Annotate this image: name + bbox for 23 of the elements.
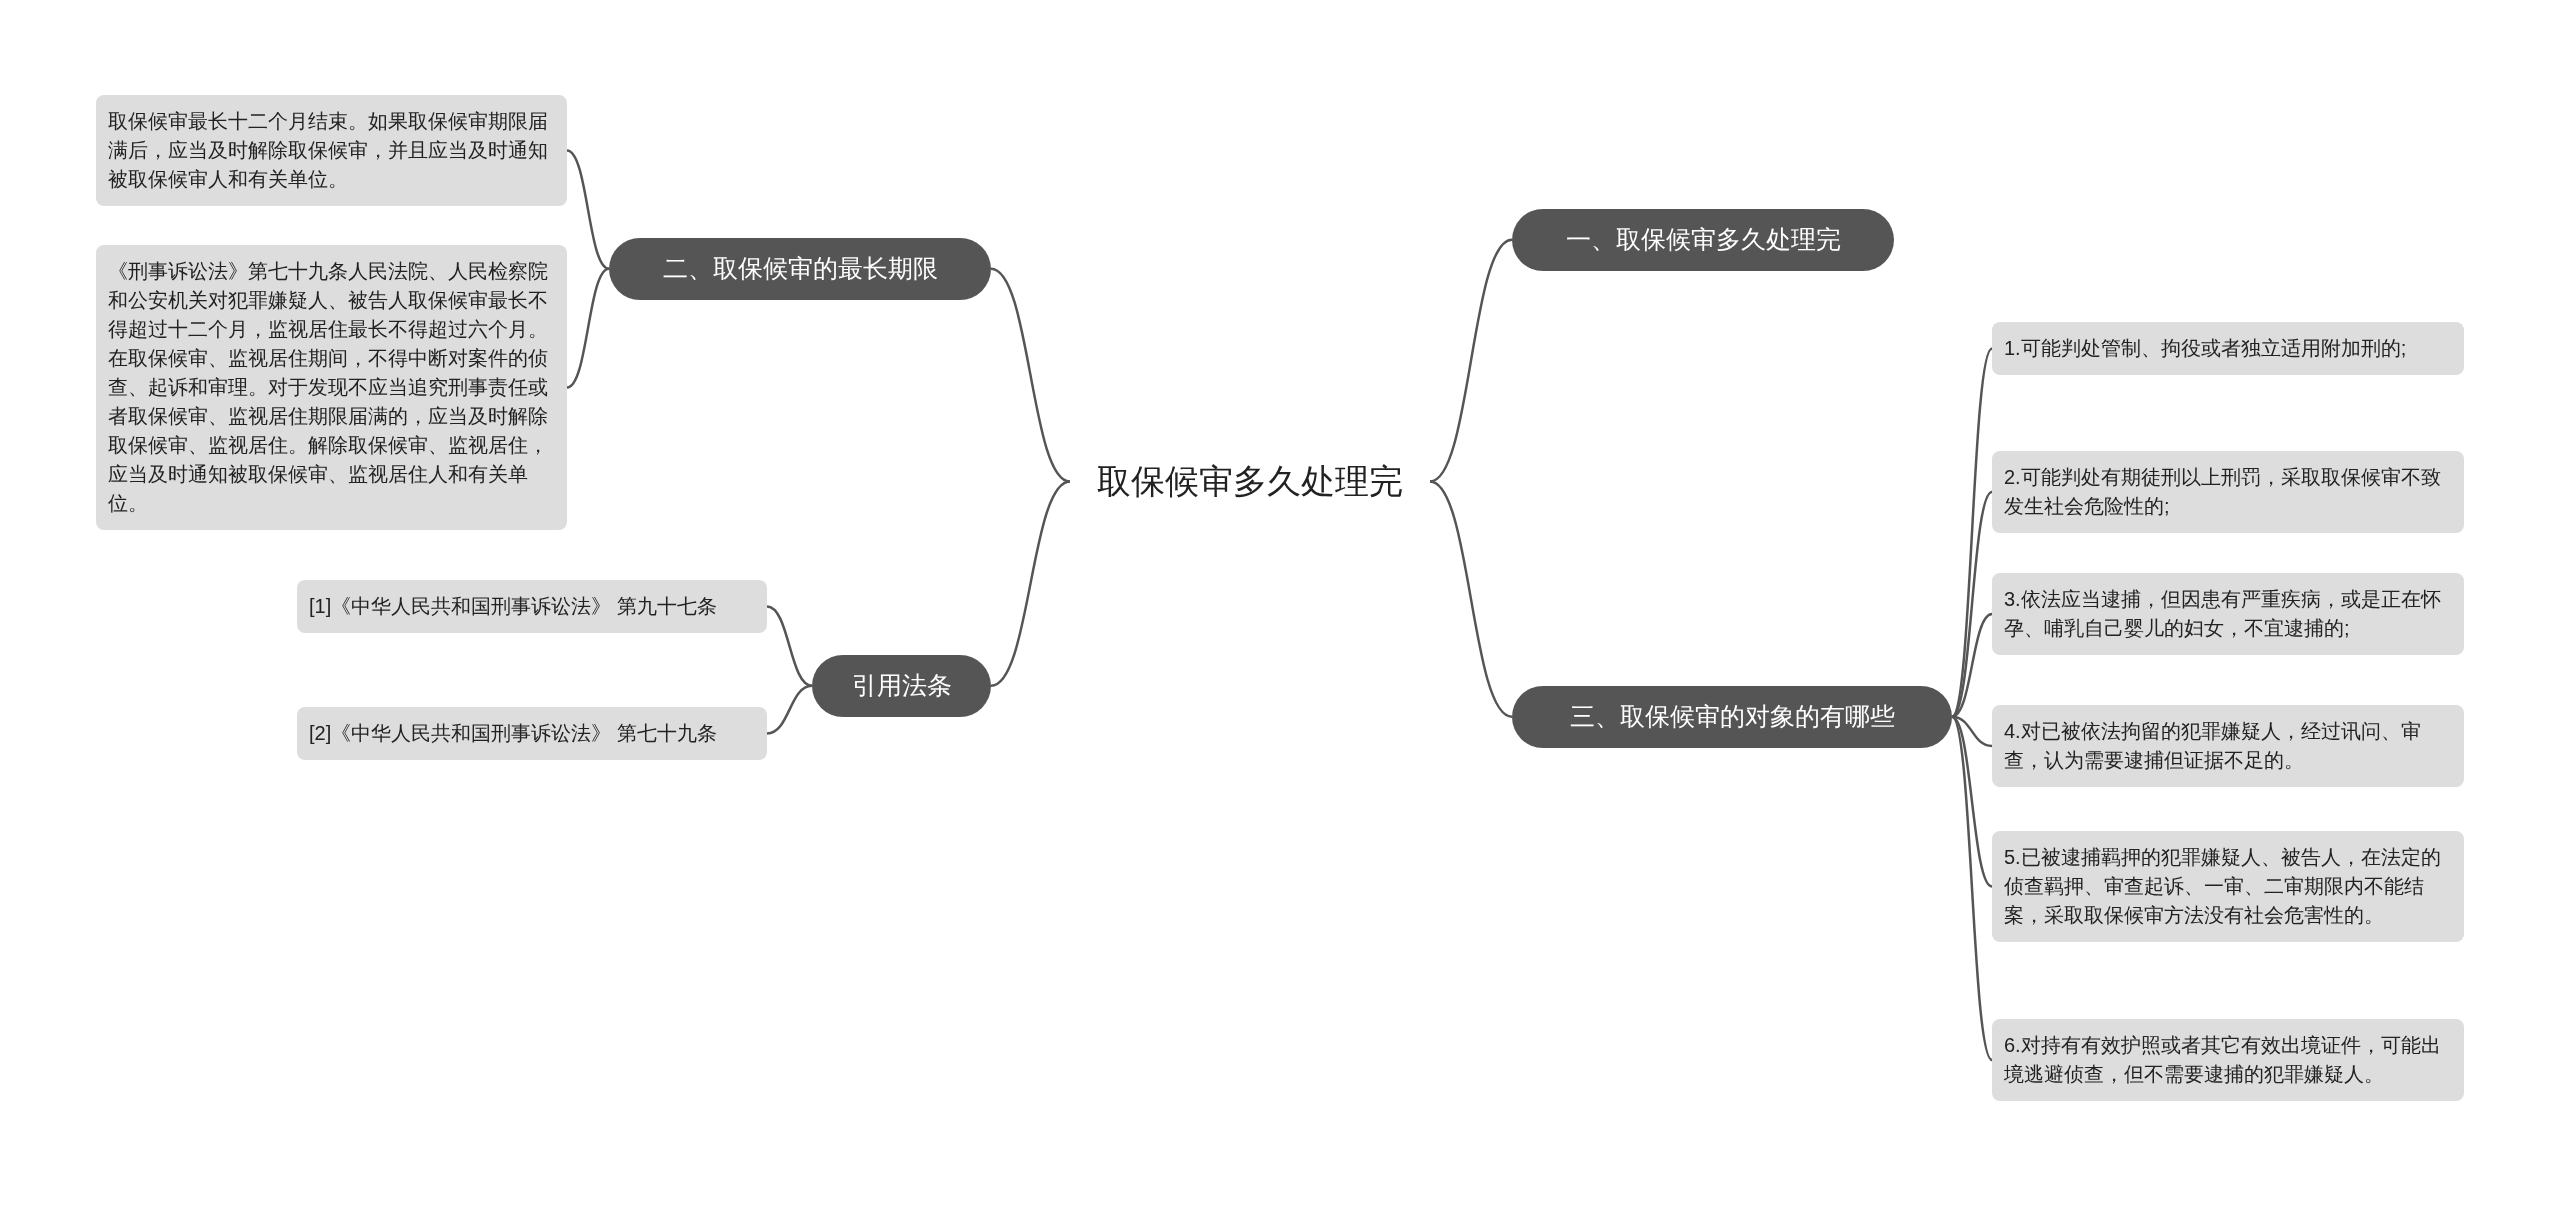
leaf-topic: 取保候审最长十二个月结束。如果取保候审期限届满后，应当及时解除取保候审，并且应当及时通知被取保候审人和有关单位。 xyxy=(96,95,567,206)
central-topic: 取保候审多久处理完 xyxy=(1070,452,1430,511)
leaf-topic: 3.依法应当逮捕，但因患有严重疾病，或是正在怀孕、哺乳自己婴儿的妇女，不宜逮捕的; xyxy=(1992,573,2464,655)
connector-line xyxy=(766,605,813,687)
leaf-topic: [2]《中华人民共和国刑事诉讼法》 第七十九条 xyxy=(297,707,767,760)
connector-line xyxy=(766,684,813,735)
branch-topic: 引用法条 xyxy=(812,655,991,717)
branch-topic: 一、取保候审多久处理完 xyxy=(1512,209,1894,271)
leaf-topic: [1]《中华人民共和国刑事诉讼法》 第九十七条 xyxy=(297,580,767,633)
leaf-topic: 2.可能判处有期徒刑以上刑罚，采取取保候审不致发生社会危险性的; xyxy=(1992,451,2464,533)
leaf-topic: 5.已被逮捕羁押的犯罪嫌疑人、被告人，在法定的侦查羁押、审查起诉、一审、二审期限内不能结案，采取取保候审方法没有社会危害性的。 xyxy=(1992,831,2464,942)
connector-line xyxy=(990,480,1071,687)
leaf-topic: 6.对持有有效护照或者其它有效出境证件，可能出境逃避侦查，但不需要逮捕的犯罪嫌疑人。 xyxy=(1992,1019,2464,1101)
connector-line xyxy=(1429,480,1513,718)
branch-topic: 二、取保候审的最长期限 xyxy=(609,238,991,300)
connector-line xyxy=(566,149,610,270)
connector-line xyxy=(1429,238,1513,483)
leaf-topic: 4.对已被依法拘留的犯罪嫌疑人，经过讯问、审查，认为需要逮捕但证据不足的。 xyxy=(1992,705,2464,787)
leaf-topic: 《刑事诉讼法》第七十九条人民法院、人民检察院和公安机关对犯罪嫌疑人、被告人取保候审最长不得超过十二个月，监视居住最长不得超过六个月。在取保候审、监视居住期间，不得中断对案件的侦查、起诉和审理。对于发现不应当追究刑事责任或者取保候审、监视居住期限届满的，应当及时解除取保候审、监视居住。解除取保候审、监视居住，应当及时通知被取保候审、监视居住人和有关单位。 xyxy=(96,245,567,530)
leaf-topic: 1.可能判处管制、拘役或者独立适用附加刑的; xyxy=(1992,322,2464,375)
branch-topic: 三、取保候审的对象的有哪些 xyxy=(1512,686,1952,748)
connector-line xyxy=(990,267,1071,483)
connector-line xyxy=(566,267,610,389)
